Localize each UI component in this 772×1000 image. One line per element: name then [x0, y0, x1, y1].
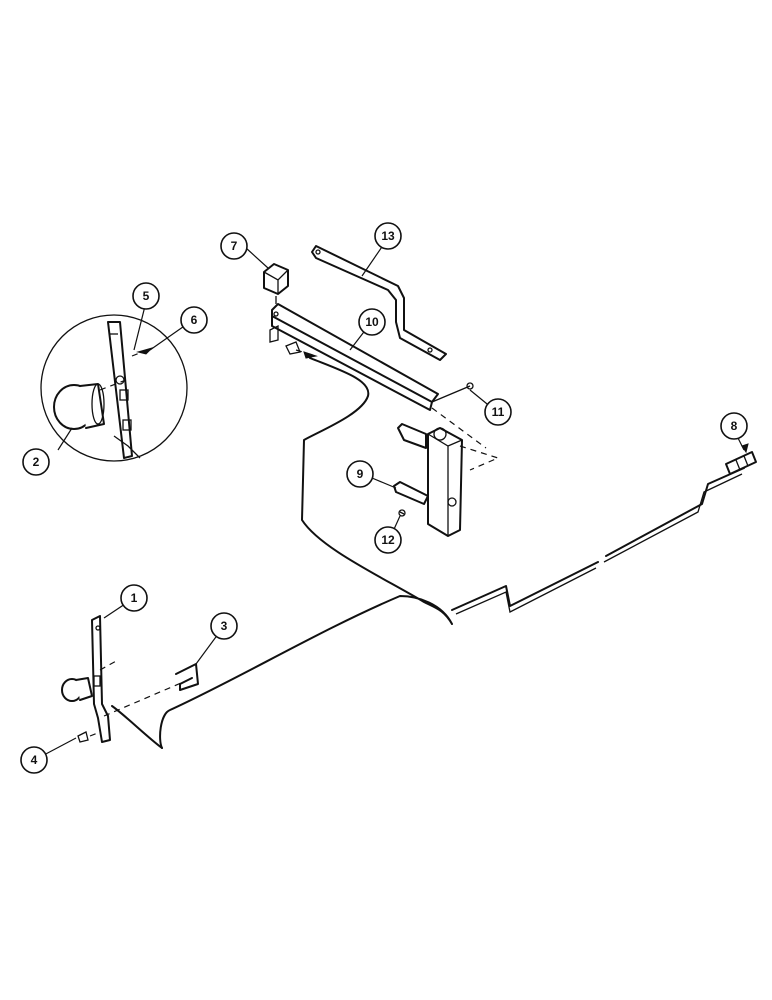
detail-view — [40, 314, 188, 462]
callout-7: 7 — [220, 232, 248, 260]
svg-text:3: 3 — [221, 619, 228, 633]
callout-10: 10 — [358, 308, 386, 336]
angle-bar — [271, 303, 439, 411]
svg-text:5: 5 — [143, 289, 150, 303]
cable-lower — [111, 705, 163, 749]
callout-6: 6 — [180, 306, 208, 334]
callout-3: 3 — [210, 612, 238, 640]
cable-right — [451, 467, 745, 611]
callout-5: 5 — [132, 282, 160, 310]
svg-text:10: 10 — [365, 315, 379, 329]
callout-8: 8 — [720, 412, 748, 440]
callout-1: 1 — [120, 584, 148, 612]
callout-9: 9 — [346, 460, 374, 488]
lower-bracket — [91, 615, 111, 743]
upper-strap — [311, 245, 447, 361]
callout-11: 11 — [484, 398, 512, 426]
cable-end-fitting — [725, 443, 757, 475]
svg-text:4: 4 — [31, 753, 38, 767]
svg-text:2: 2 — [33, 455, 40, 469]
callout-12: 12 — [374, 526, 402, 554]
switch-block — [263, 263, 318, 359]
svg-text:7: 7 — [231, 239, 238, 253]
svg-text:8: 8 — [731, 419, 738, 433]
svg-text:12: 12 — [381, 533, 395, 547]
screw — [77, 731, 89, 743]
svg-text:9: 9 — [357, 467, 364, 481]
svg-text:6: 6 — [191, 313, 198, 327]
svg-text:13: 13 — [381, 229, 395, 243]
bolt — [431, 385, 471, 403]
callout-2: 2 — [22, 448, 50, 476]
callout-4: 4 — [20, 746, 48, 774]
mounting-bracket — [393, 423, 500, 537]
cable-run — [159, 357, 453, 749]
clip — [175, 663, 199, 691]
svg-text:11: 11 — [492, 405, 505, 419]
lower-knob — [61, 677, 93, 702]
detail-circle — [40, 314, 188, 462]
detail-bracket — [107, 321, 133, 459]
callout-13: 13 — [374, 222, 402, 250]
svg-text:1: 1 — [131, 591, 138, 605]
detail-knob — [53, 383, 105, 430]
